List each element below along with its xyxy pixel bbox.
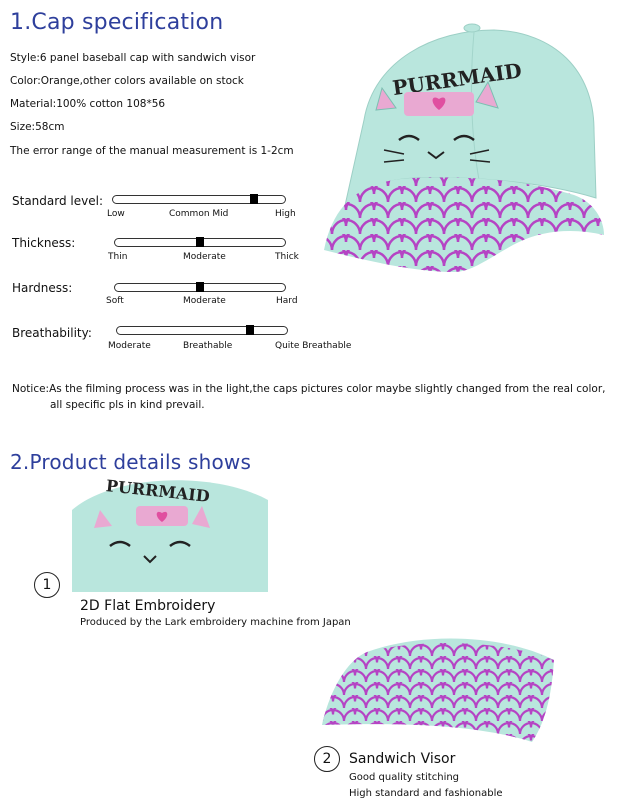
tick-mid: Breathable: [183, 341, 233, 351]
detail-1-description: Produced by the Lark embroidery machine …: [80, 617, 351, 628]
visor-closeup: [322, 638, 554, 742]
section-2-title: 2.Product details shows: [10, 450, 252, 474]
spec-material: Material:100% cotton 108*56: [10, 98, 166, 110]
tick-high: High: [275, 209, 296, 219]
level-marker: [245, 325, 254, 335]
tick-mid: Moderate: [183, 252, 226, 262]
spec-style: Style:6 panel baseball cap with sandwich…: [10, 52, 256, 64]
level-label: Breathability:: [12, 326, 92, 340]
tick-high: Quite Breathable: [275, 341, 352, 351]
detail-number-2: 2: [314, 746, 340, 772]
level-label: Thickness:: [12, 236, 76, 250]
level-track: [114, 237, 286, 247]
tick-high: Thick: [275, 252, 299, 262]
spec-color: Color:Orange,other colors available on s…: [10, 75, 244, 87]
detail-2-title: Sandwich Visor: [349, 751, 456, 767]
cap-photo: PURRMAID: [304, 10, 614, 280]
detail-number-1: 1: [34, 572, 60, 598]
detail-1-title: 2D Flat Embroidery: [80, 598, 216, 614]
notice-line-1: Notice:As the filming process was in the…: [12, 383, 606, 395]
tick-low: Soft: [106, 296, 124, 306]
detail-2-description-1: Good quality stitching: [349, 772, 460, 783]
tick-low: Low: [107, 209, 125, 219]
level-marker: [196, 237, 204, 247]
spec-size: Size:58cm: [10, 121, 65, 133]
level-marker: [196, 282, 204, 292]
notice-line-2: all specific pls in kind prevail.: [50, 399, 205, 411]
level-track: [112, 194, 286, 204]
tick-low: Thin: [108, 252, 128, 262]
spec-error-range: The error range of the manual measuremen…: [10, 145, 294, 157]
level-label: Standard level:: [12, 194, 103, 208]
level-track: [114, 282, 286, 292]
level-label: Hardness:: [12, 281, 73, 295]
tick-low: Moderate: [108, 341, 151, 351]
tick-mid: Moderate: [183, 296, 226, 306]
level-marker: [250, 194, 259, 204]
embroidery-closeup: PURRMAID: [72, 476, 268, 592]
tick-high: Hard: [276, 296, 298, 306]
detail-2-description-2: High standard and fashionable: [349, 788, 503, 799]
tick-mid: Common Mid: [169, 209, 229, 219]
section-1-title: 1.Cap specification: [10, 10, 224, 35]
level-track: [116, 325, 288, 335]
